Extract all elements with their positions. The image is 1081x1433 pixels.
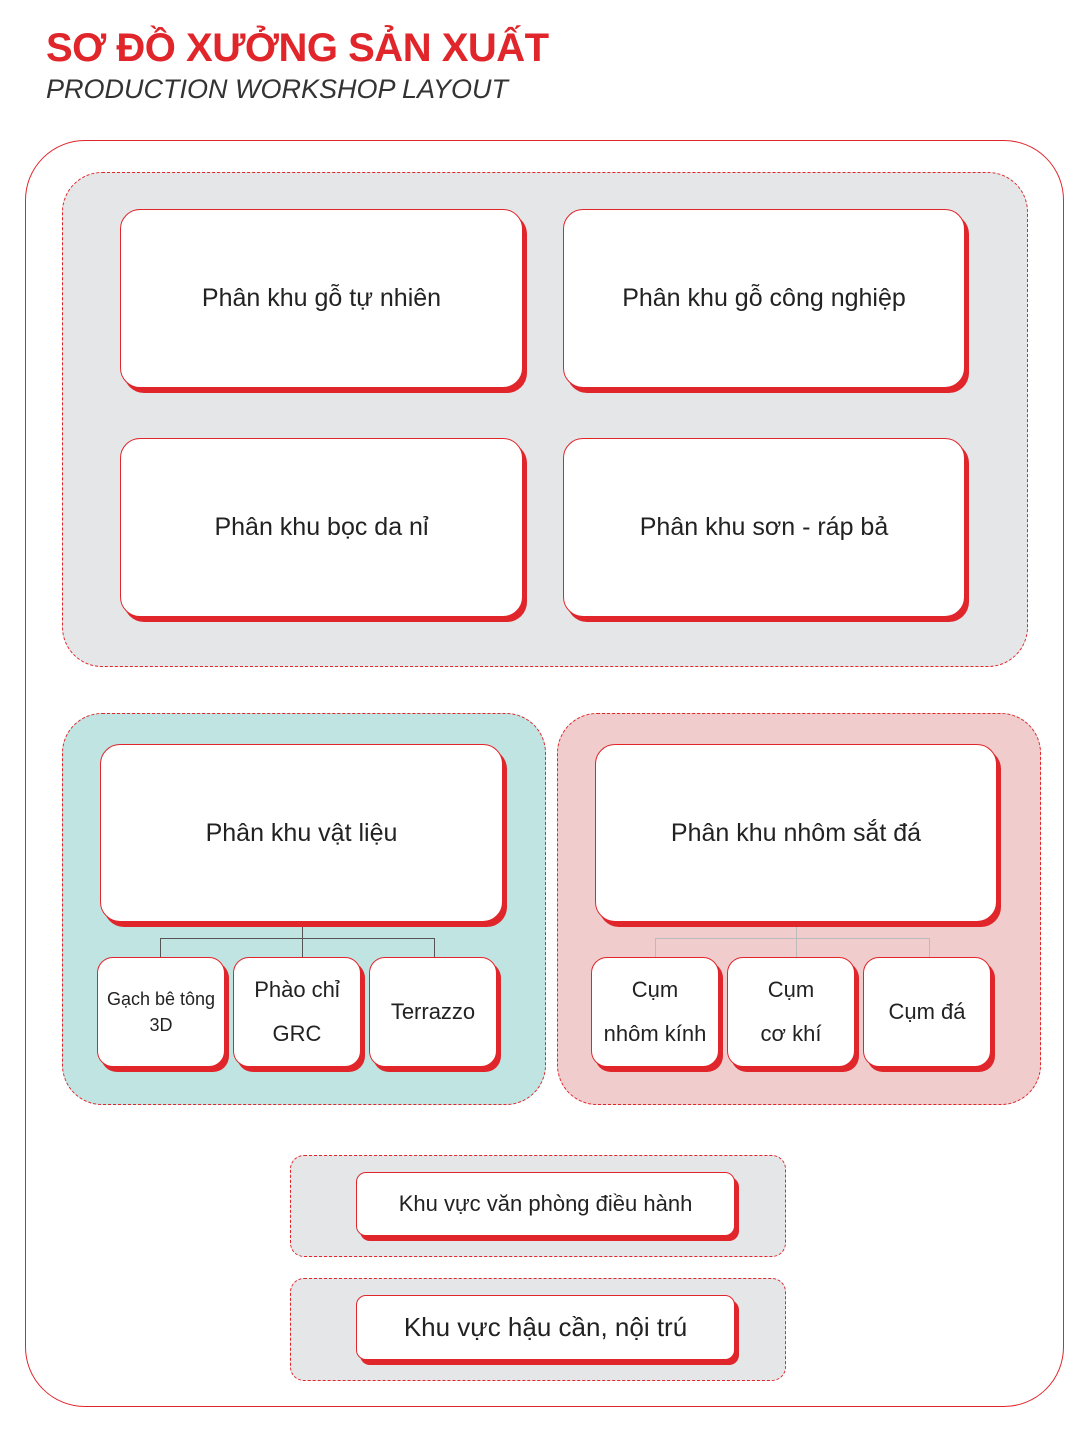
sub-label: Phào chỉ [254, 977, 340, 1002]
area-industrial-wood: Phân khu gỗ công nghiệp [563, 209, 965, 388]
sub-label: GRC [272, 1021, 322, 1046]
sub-label: Cụm [631, 977, 679, 1002]
area-aluminum-steel-stone: Phân khu nhôm sắt đá [595, 744, 997, 922]
connector [160, 938, 161, 957]
area-logistics: Khu vực hậu cần, nội trú [356, 1295, 735, 1360]
page-title: SƠ ĐỒ XƯỞNG SẢN XUẤT [46, 26, 549, 70]
connector [160, 938, 435, 939]
sub-mechanical: Cụm cơ khí [727, 957, 855, 1067]
sub-label: Cụm [767, 977, 815, 1002]
connector [655, 938, 930, 939]
area-office: Khu vực văn phòng điều hành [356, 1172, 735, 1236]
connector [796, 922, 797, 957]
workshop-boundary [25, 140, 1064, 1407]
sub-label: Terrazzo [390, 999, 476, 1024]
connector [655, 938, 656, 957]
sub-label: Gạch bê tông [106, 989, 216, 1009]
sub-concrete-tiles: Gạch bê tông 3D [97, 957, 225, 1067]
area-natural-wood: Phân khu gỗ tự nhiên [120, 209, 523, 388]
sub-label: cơ khí [760, 1021, 822, 1046]
area-upholstery: Phân khu bọc da nỉ [120, 438, 523, 617]
sub-aluminum-glass: Cụm nhôm kính [591, 957, 719, 1067]
area-paint-sanding: Phân khu sơn - ráp bả [563, 438, 965, 617]
area-materials: Phân khu vật liệu [100, 744, 503, 922]
connector [434, 938, 435, 957]
sub-label: nhôm kính [603, 1021, 707, 1046]
sub-stone: Cụm đá [863, 957, 991, 1067]
sub-label: Cụm đá [888, 999, 966, 1024]
sub-label: 3D [149, 1015, 173, 1035]
sub-terrazzo: Terrazzo [369, 957, 497, 1067]
page-subtitle: PRODUCTION WORKSHOP LAYOUT [46, 74, 509, 104]
connector [302, 922, 303, 957]
connector [929, 938, 930, 957]
